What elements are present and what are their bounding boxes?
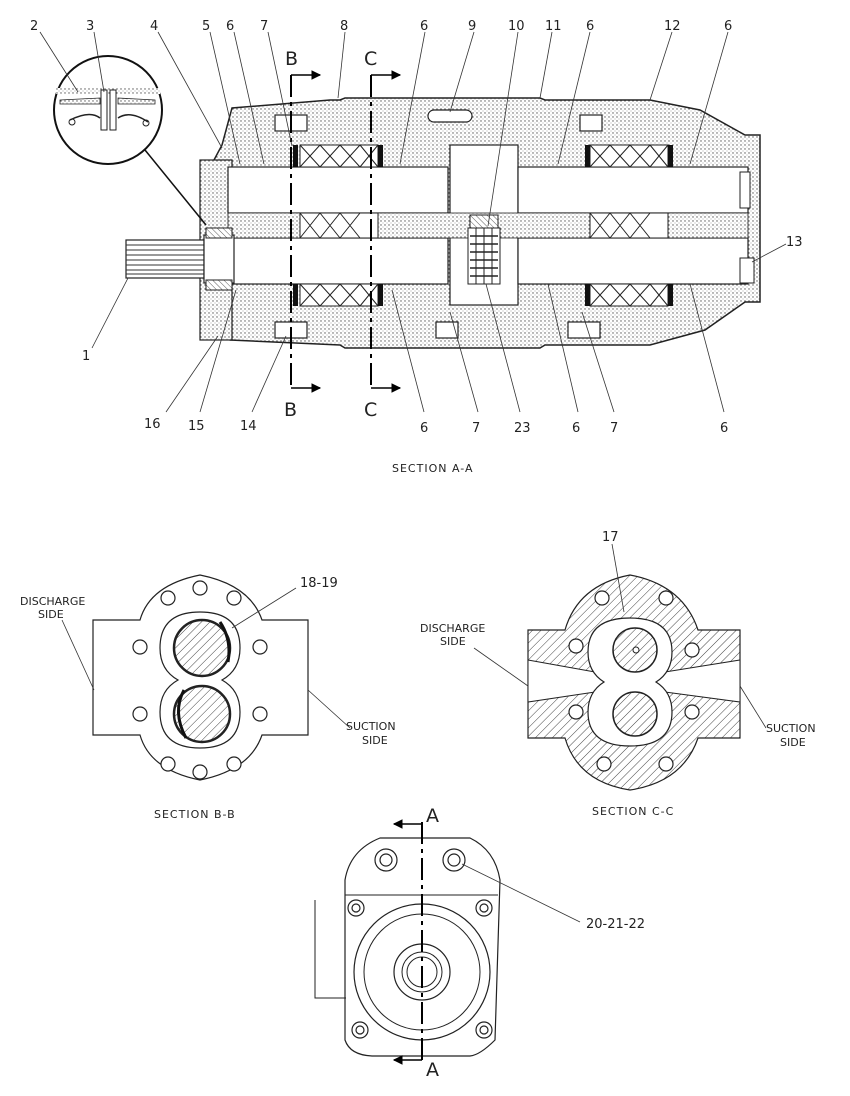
callout-12: 12: [664, 19, 681, 34]
section-mark-a-top: A: [426, 805, 439, 827]
section-bb-view: 18-19 DISCHARGE SIDE SUCTION SIDE SECTIO…: [20, 574, 396, 821]
bb-suction-label: SUCTION: [346, 720, 396, 733]
section-mark-a-bottom: A: [426, 1059, 439, 1081]
callout-6: 6: [720, 421, 728, 436]
cc-suction-side-label: SIDE: [780, 736, 806, 749]
caption-section-aa: SECTION A-A: [392, 462, 474, 475]
section-line-b: [290, 70, 322, 393]
bb-suction-side-label: SIDE: [362, 734, 388, 747]
callout-9: 9: [468, 19, 476, 34]
section-mark-b-bottom: B: [284, 399, 297, 421]
front-bolts: [347, 848, 493, 1039]
caption-section-cc: SECTION C-C: [592, 805, 674, 818]
callout-7: 7: [472, 421, 480, 436]
seal-detail-magnifier: [53, 55, 207, 226]
section-mark-c-top: C: [364, 48, 377, 70]
callout-20-21-22: 20-21-22: [586, 917, 645, 932]
callout-16: 16: [144, 417, 161, 432]
callout-2: 2: [30, 19, 38, 34]
callout-4: 4: [150, 19, 158, 34]
bb-bolt-holes: [132, 580, 268, 780]
front-view: A A 20-21-22: [314, 805, 645, 1081]
lower-shaft-left: [227, 237, 449, 285]
bearings: [299, 144, 669, 307]
center-gear: [467, 214, 501, 285]
callout-14: 14: [240, 419, 257, 434]
bb-discharge-label: DISCHARGE: [20, 595, 85, 608]
leader-lines-aa: [39, 31, 787, 413]
section-cc-view: 17 DISCHARGE SIDE SUCTION SIDE SECTION C…: [420, 530, 816, 818]
callout-7: 7: [260, 19, 268, 34]
cc-lower-gear: [612, 691, 658, 737]
upper-shaft-right: [517, 166, 749, 214]
callout-1: 1: [82, 349, 90, 364]
bb-discharge-side-label: SIDE: [38, 608, 64, 621]
section-aa-view: B C B C: [30, 19, 803, 475]
section-mark-c-bottom: C: [364, 399, 377, 421]
section-line-c: [370, 70, 402, 393]
cc-bolt-holes: [568, 590, 700, 772]
callout-6: 6: [226, 19, 234, 34]
callout-3: 3: [86, 19, 94, 34]
bb-lower-gear: [172, 684, 232, 744]
callout-18-19: 18-19: [300, 576, 338, 591]
callout-15: 15: [188, 419, 205, 434]
callout-23: 23: [514, 421, 531, 436]
input-shaft: [125, 227, 235, 291]
seal-rings: [293, 145, 673, 306]
cc-suction-label: SUCTION: [766, 722, 816, 735]
callout-6: 6: [724, 19, 732, 34]
cc-discharge-label: DISCHARGE: [420, 622, 485, 635]
callout-6: 6: [420, 19, 428, 34]
callout-5: 5: [202, 19, 210, 34]
callout-13: 13: [786, 235, 803, 250]
bb-upper-gear: [172, 618, 232, 678]
cc-discharge-side-label: SIDE: [440, 635, 466, 648]
callout-17: 17: [602, 530, 619, 545]
callout-6: 6: [572, 421, 580, 436]
callout-8: 8: [340, 19, 348, 34]
section-line-a: [392, 819, 423, 1065]
end-plug: [739, 257, 755, 284]
callout-6: 6: [586, 19, 594, 34]
upper-shaft-left: [227, 166, 449, 214]
callout-7: 7: [610, 421, 618, 436]
callouts-aa: 2 3 4 5 6 7 8 6 9 10 11 6 12 6 13 1 16 1…: [30, 19, 803, 436]
callout-11: 11: [545, 19, 562, 34]
caption-section-bb: SECTION B-B: [154, 808, 236, 821]
section-mark-b-top: B: [285, 48, 298, 70]
callout-6: 6: [420, 421, 428, 436]
lower-shaft-right: [517, 237, 749, 285]
callout-10: 10: [508, 19, 525, 34]
